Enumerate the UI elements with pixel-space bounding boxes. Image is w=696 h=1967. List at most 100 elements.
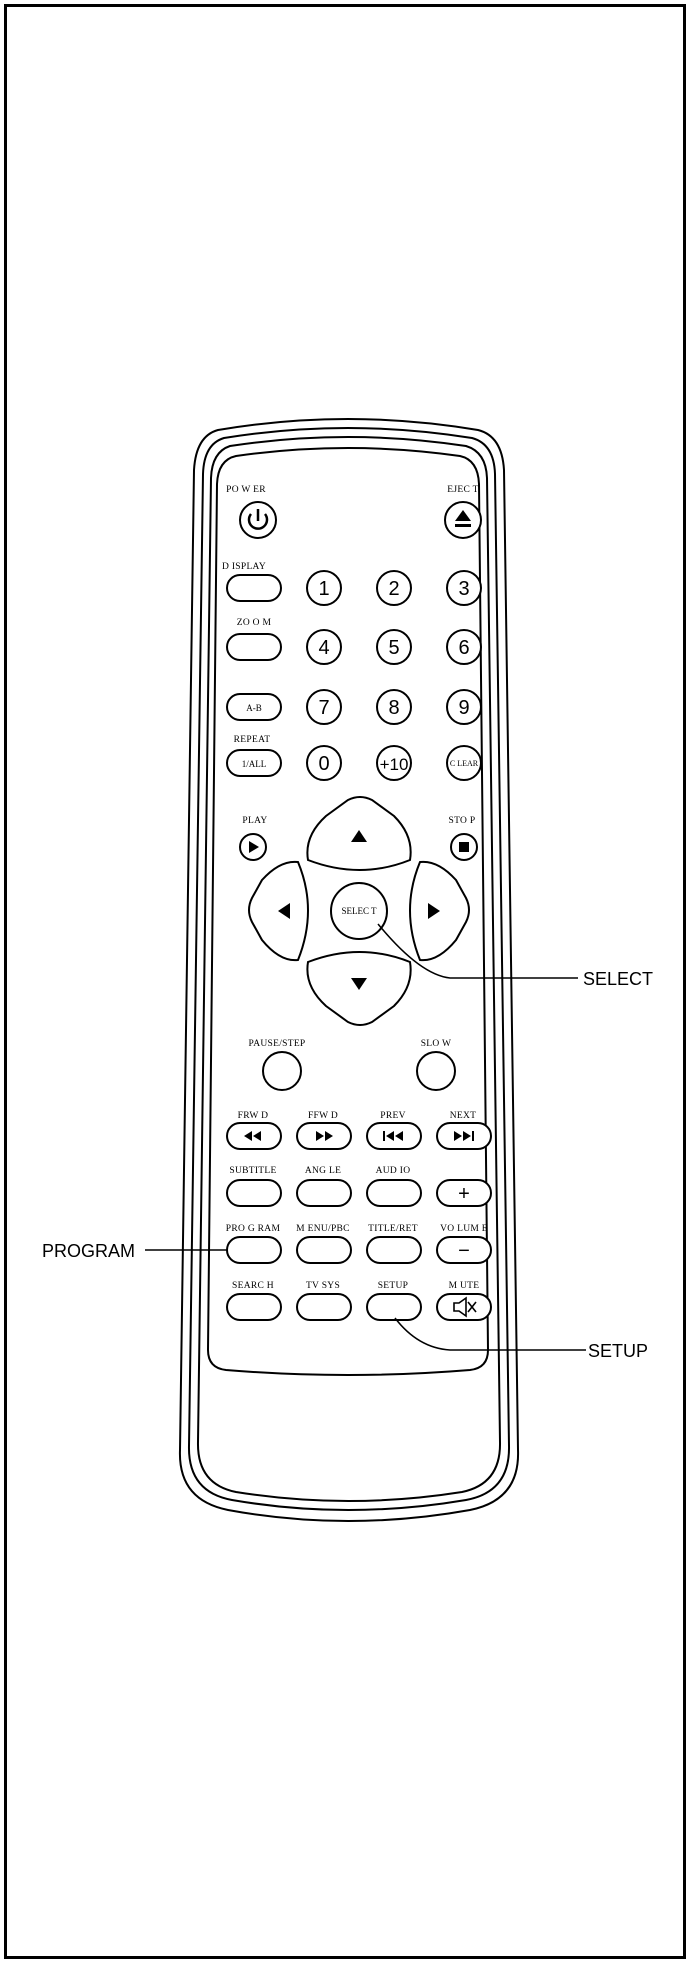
eject-button[interactable] — [444, 501, 482, 539]
digit-0-button[interactable]: 0 — [306, 745, 342, 781]
program-button[interactable] — [226, 1236, 282, 1264]
tv-sys-button[interactable] — [296, 1293, 352, 1321]
title-ret-button[interactable] — [366, 1236, 422, 1264]
svg-text:0: 0 — [318, 753, 329, 775]
next-button[interactable] — [436, 1122, 492, 1150]
svg-text:9: 9 — [458, 697, 469, 719]
nav-left-button[interactable] — [248, 860, 309, 962]
setup-label: SETUP — [378, 1281, 409, 1291]
display-button[interactable] — [226, 574, 282, 602]
svg-text:SETUP: SETUP — [588, 1341, 648, 1361]
mute-icon — [453, 1296, 477, 1318]
select-callout: SELECT — [377, 923, 653, 989]
arrow-down-icon — [351, 978, 367, 990]
nav-down-button[interactable] — [306, 951, 412, 1026]
svg-text:+10: +10 — [380, 755, 409, 774]
mute-button[interactable] — [436, 1293, 492, 1321]
zoom-button[interactable] — [226, 633, 282, 661]
eject-label: EJEC T — [447, 485, 478, 495]
play-icon — [249, 841, 259, 853]
digit-2-button[interactable]: 2 — [376, 570, 412, 606]
frwd-label: FRW D — [238, 1111, 269, 1121]
volume-down-button[interactable]: − — [436, 1236, 492, 1264]
slow-label: SLO W — [421, 1039, 452, 1049]
svg-text:1: 1 — [318, 578, 329, 600]
digit-4-button[interactable]: 4 — [306, 629, 342, 665]
zoom-label: ZO O M — [237, 618, 272, 628]
svg-text:1/ALL: 1/ALL — [242, 759, 267, 769]
remote-body — [178, 418, 520, 1522]
ffwd-label: FFW D — [308, 1111, 338, 1121]
slow-button[interactable] — [416, 1051, 456, 1091]
arrow-right-icon — [428, 903, 440, 919]
menu-pbc-button[interactable] — [296, 1236, 352, 1264]
repeat-button[interactable]: 1/ALL — [226, 749, 282, 777]
select-button[interactable]: SELEC T — [330, 882, 388, 940]
subtitle-button[interactable] — [226, 1179, 282, 1207]
tv-sys-label: TV SYS — [306, 1281, 340, 1291]
clear-button[interactable]: C LEAR — [446, 745, 482, 781]
search-button[interactable] — [226, 1293, 282, 1321]
next-label: NEXT — [450, 1111, 477, 1121]
volume-label: VO LUM E — [440, 1224, 488, 1234]
svg-text:7: 7 — [318, 697, 329, 719]
svg-text:SELEC T: SELEC T — [341, 906, 377, 916]
power-label: PO W ER — [226, 485, 266, 495]
subtitle-label: SUBTITLE — [229, 1166, 276, 1176]
power-icon — [247, 513, 269, 530]
program-callout: PROGRAM — [42, 1241, 228, 1261]
skip-forward-icon — [454, 1131, 462, 1141]
digit-6-button[interactable]: 6 — [446, 629, 482, 665]
play-button[interactable] — [239, 833, 267, 861]
digit-3-button[interactable]: 3 — [446, 570, 482, 606]
frwd-button[interactable] — [226, 1122, 282, 1150]
digit-5-button[interactable]: 5 — [376, 629, 412, 665]
setup-button[interactable] — [366, 1293, 422, 1321]
angle-button[interactable] — [296, 1179, 352, 1207]
stop-button[interactable] — [450, 833, 478, 861]
angle-label: ANG LE — [305, 1166, 341, 1176]
skip-back-icon — [383, 1131, 385, 1141]
digit-9-button[interactable]: 9 — [446, 689, 482, 725]
digit-7-button[interactable]: 7 — [306, 689, 342, 725]
pause-step-label: PAUSE/STEP — [248, 1039, 305, 1049]
nav-right-button[interactable] — [409, 860, 470, 962]
svg-text:−: − — [458, 1240, 470, 1262]
svg-text:PROGRAM: PROGRAM — [42, 1241, 135, 1261]
prev-button[interactable] — [366, 1122, 422, 1150]
power-button[interactable] — [239, 501, 277, 539]
page-border — [4, 4, 686, 1959]
volume-up-button[interactable]: + — [436, 1179, 492, 1207]
setup-callout: SETUP — [394, 1317, 648, 1361]
ab-button[interactable]: A-B — [226, 693, 282, 721]
svg-text:+: + — [458, 1183, 470, 1205]
eject-icon — [455, 510, 471, 521]
play-label: PLAY — [242, 816, 267, 826]
program-label: PRO G RAM — [226, 1224, 281, 1234]
svg-text:A-B: A-B — [246, 703, 262, 713]
title-ret-label: TITLE/RET — [368, 1224, 418, 1234]
svg-text:5: 5 — [388, 637, 399, 659]
plus10-button[interactable]: +10 — [376, 745, 412, 781]
repeat-label: REPEAT — [234, 735, 271, 745]
svg-text:6: 6 — [458, 637, 469, 659]
svg-text:C LEAR: C LEAR — [450, 759, 479, 768]
fast-forward-icon — [316, 1131, 324, 1141]
menu-pbc-label: M ENU/PBC — [296, 1224, 350, 1234]
stop-icon — [459, 842, 469, 852]
svg-text:2: 2 — [388, 578, 399, 600]
digit-1-button[interactable]: 1 — [306, 570, 342, 606]
ffwd-button[interactable] — [296, 1122, 352, 1150]
svg-text:SELECT: SELECT — [583, 969, 653, 989]
prev-label: PREV — [380, 1111, 405, 1121]
svg-text:4: 4 — [318, 637, 329, 659]
pause-step-button[interactable] — [262, 1051, 302, 1091]
audio-button[interactable] — [366, 1179, 422, 1207]
stop-label: STO P — [449, 816, 476, 826]
arrow-left-icon — [278, 903, 290, 919]
display-label: D ISPLAY — [222, 562, 266, 572]
digit-8-button[interactable]: 8 — [376, 689, 412, 725]
nav-up-button[interactable] — [306, 796, 412, 871]
audio-label: AUD IO — [376, 1166, 411, 1176]
svg-text:8: 8 — [388, 697, 399, 719]
